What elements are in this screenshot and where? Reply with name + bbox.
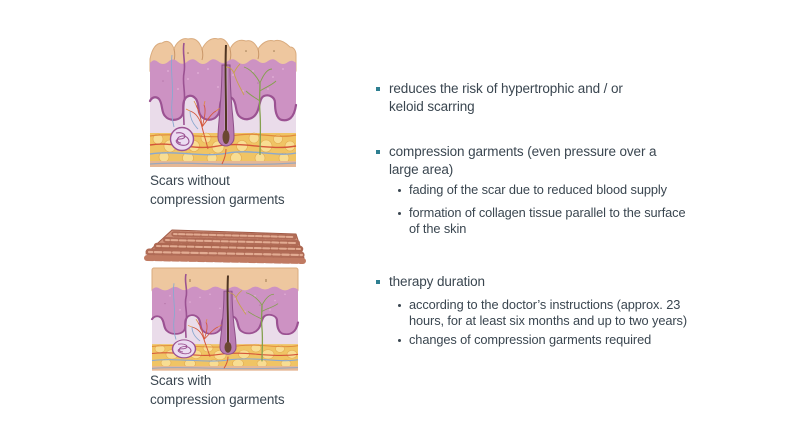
skin-diagram-with-compression-illustration [144,229,306,372]
figure-without-compression [148,33,298,178]
bullet-marker [376,280,380,284]
bullet-text: formation of collagen tissue parallel to… [409,205,686,220]
bullet-text: of the skin [409,221,467,236]
bullet-item-scarring-risk: reduces the risk of hypertrophic and / o… [376,80,623,115]
compression-garment-fabric [144,229,306,264]
bullet-text: compression garments (even pressure over… [389,144,657,159]
bullet-item-compression-garments: compression garments (even pressure over… [376,143,657,178]
scar-creases [173,48,260,62]
sub-bullet-marker [398,211,401,215]
bullet-item-therapy-duration: therapy duration [376,273,485,291]
bullet-text: keloid scarring [389,98,475,114]
bullet-text: hours, for at least six months and up to… [409,313,687,328]
figure-with-compression [144,224,306,379]
bullet-text: changes of compression garments required [409,332,652,347]
figure-caption-without-compression: Scars without compression garments [150,172,285,209]
sub-bullet-item-collagen: formation of collagen tissue parallel to… [398,205,686,237]
bullet-text: large area) [389,161,454,177]
figure-caption-with-compression: Scars with compression garments [150,372,285,409]
bullet-text: according to the doctor’s instructions (… [409,297,681,312]
skin-diagram-without-compression-illustration [148,38,298,169]
sub-bullet-item-doctors-instructions: according to the doctor’s instructions (… [398,297,687,329]
sub-bullet-marker [398,303,401,307]
sub-bullet-marker [398,338,401,342]
sub-bullet-item-garment-changes: changes of compression garments required [398,332,651,348]
bullet-marker [376,150,380,154]
bullet-text: fading of the scar due to reduced blood … [409,182,667,197]
bullet-text: therapy duration [389,274,485,289]
caption-line: compression garments [150,391,285,407]
caption-line: compression garments [150,191,285,207]
skin-pores [187,50,275,54]
caption-line: Scars with [150,373,212,388]
bullet-marker [376,87,380,91]
bullet-text: reduces the risk of hypertrophic and / o… [389,81,623,96]
sub-bullet-item-fading: fading of the scar due to reduced blood … [398,182,667,198]
caption-line: Scars without [150,173,230,188]
sub-bullet-marker [398,188,401,192]
